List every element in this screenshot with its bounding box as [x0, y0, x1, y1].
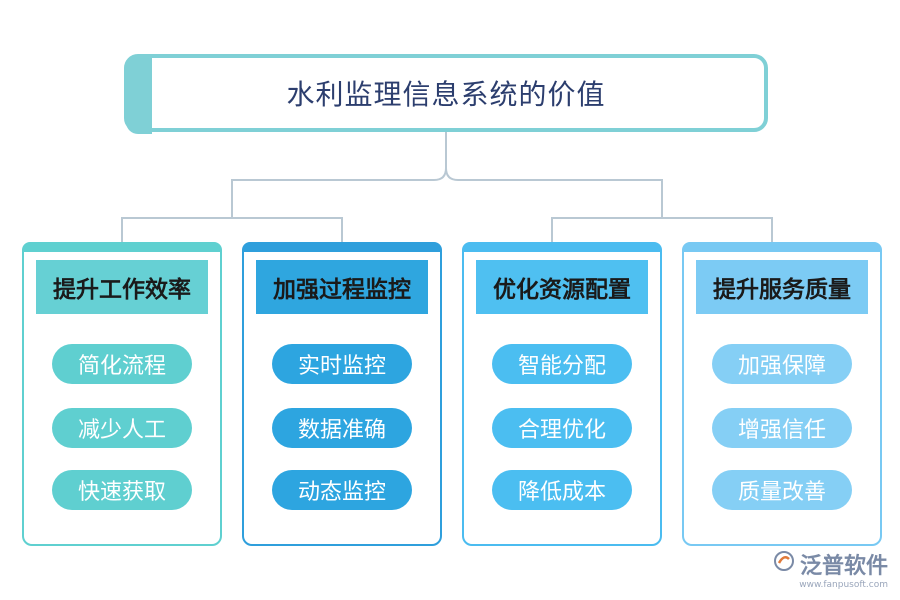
diagram-title: 水利监理信息系统的价值 [286, 78, 606, 111]
branch-item: 智能分配 [492, 344, 632, 384]
branch-card-efficiency: 提升工作效率 简化流程 减少人工 快速获取 [22, 242, 222, 546]
card-top-band [682, 242, 882, 252]
card-top-band [242, 242, 442, 252]
title-box: 水利监理信息系统的价值 [124, 54, 768, 134]
branch-heading: 提升服务质量 [696, 260, 868, 314]
branch-item: 增强信任 [712, 408, 852, 448]
branch-item: 数据准确 [272, 408, 412, 448]
branch-item: 质量改善 [712, 470, 852, 510]
branch-item: 合理优化 [492, 408, 632, 448]
branch-card-monitoring: 加强过程监控 实时监控 数据准确 动态监控 [242, 242, 442, 546]
branch-card-service: 提升服务质量 加强保障 增强信任 质量改善 [682, 242, 882, 546]
watermark-name: 泛普软件 [799, 554, 888, 579]
branch-heading: 加强过程监控 [256, 260, 428, 314]
branch-item: 实时监控 [272, 344, 412, 384]
branch-item: 快速获取 [52, 470, 192, 510]
branch-item: 降低成本 [492, 470, 632, 510]
branch-heading: 优化资源配置 [476, 260, 648, 314]
branch-item: 动态监控 [272, 470, 412, 510]
watermark-url: www.fanpusoft.com [799, 580, 888, 590]
branch-item: 加强保障 [712, 344, 852, 384]
card-top-band [22, 242, 222, 252]
connector-trunk [121, 132, 773, 242]
card-top-band [462, 242, 662, 252]
branch-heading: 提升工作效率 [36, 260, 208, 314]
title-accent-tab [126, 56, 152, 134]
branch-item: 简化流程 [52, 344, 192, 384]
brand-logo-icon [774, 551, 795, 571]
watermark: 泛普软件 www.fanpusoft.com [774, 548, 888, 590]
branch-card-resources: 优化资源配置 智能分配 合理优化 降低成本 [462, 242, 662, 546]
branch-item: 减少人工 [52, 408, 192, 448]
